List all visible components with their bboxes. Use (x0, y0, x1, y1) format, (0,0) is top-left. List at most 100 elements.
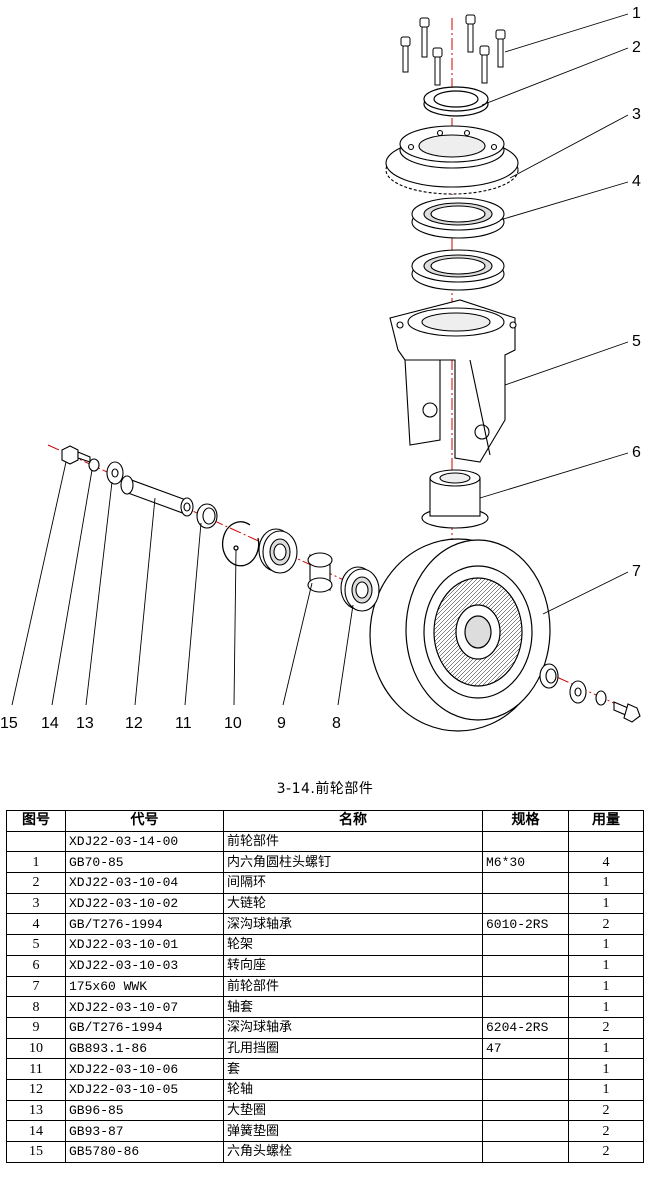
swivel-seat (421, 469, 489, 529)
cell-drawing-no: 15 (6, 1141, 66, 1163)
header-drawing-no: 图号 (6, 810, 66, 832)
ball-bearing-6204-left (258, 528, 298, 574)
cell-code: GB/T276-1994 (65, 1016, 224, 1039)
cell-spec: 6204-2RS (482, 1016, 569, 1039)
cell-drawing-no: 4 (6, 913, 66, 936)
cell-code: XDJ22-03-14-00 (65, 830, 224, 853)
cell-name: 前轮部件 (223, 975, 483, 998)
cell-qty: 2 (568, 1099, 644, 1122)
cell-name: 转向座 (223, 954, 483, 977)
cell-drawing-no: 11 (6, 1058, 66, 1080)
callout-3: 3 (632, 106, 641, 123)
cell-code: XDJ22-03-10-02 (65, 892, 224, 915)
cell-drawing-no: 1 (6, 851, 66, 874)
cell-name: 套 (223, 1058, 483, 1080)
callout-1: 1 (632, 5, 641, 22)
cell-code: GB/T276-1994 (65, 913, 224, 936)
cell-name: 弹簧垫圈 (223, 1120, 483, 1142)
cell-code: GB96-85 (65, 1099, 224, 1122)
cell-spec (482, 996, 569, 1018)
cell-qty: 2 (568, 1016, 644, 1039)
figure-caption: 3-14.前轮部件 (276, 781, 374, 797)
sleeve (196, 503, 218, 529)
cell-name: 深沟球轴承 (223, 913, 483, 936)
cell-name: 轴套 (223, 996, 483, 1018)
cell-name: 大垫圈 (223, 1099, 483, 1122)
cell-name: 深沟球轴承 (223, 1016, 483, 1039)
cell-code: 175x60 WWK (65, 975, 224, 998)
spacer-ring (423, 86, 489, 117)
header-code: 代号 (65, 810, 224, 832)
cell-spec (482, 1120, 569, 1142)
circlip (222, 521, 260, 567)
cell-drawing-no: 10 (6, 1037, 66, 1060)
cell-qty: 2 (568, 1141, 644, 1163)
cell-qty: 1 (568, 1058, 644, 1080)
cell-name: 轮轴 (223, 1078, 483, 1101)
cell-spec (482, 1099, 569, 1122)
cell-code: GB893.1-86 (65, 1037, 224, 1060)
cell-spec: M6*30 (482, 851, 569, 874)
cell-spec: 47 (482, 1037, 569, 1060)
cell-name: 孔用挡圈 (223, 1037, 483, 1060)
callout-7: 7 (632, 563, 641, 580)
header-qty: 用量 (568, 810, 644, 832)
cell-qty: 1 (568, 1078, 644, 1101)
cell-spec (482, 1058, 569, 1080)
cell-qty: 1 (568, 934, 644, 956)
cap-screws (400, 14, 506, 86)
cell-spec (482, 872, 569, 894)
cell-spec (482, 892, 569, 915)
cell-code: XDJ22-03-10-06 (65, 1058, 224, 1080)
large-sprocket (385, 125, 519, 195)
cell-code: XDJ22-03-10-05 (65, 1078, 224, 1101)
cell-qty: 1 (568, 975, 644, 998)
callout-4: 4 (632, 173, 641, 190)
leader-lines (11, 13, 629, 706)
callout-15: 15 (0, 715, 18, 732)
cell-name: 前轮部件 (223, 830, 483, 853)
cell-spec (482, 1078, 569, 1101)
cell-code: GB93-87 (65, 1120, 224, 1142)
cell-drawing-no: 3 (6, 892, 66, 915)
cell-drawing-no: 2 (6, 872, 66, 894)
exploded-assembly-drawing: 1 2 3 4 5 6 7 8 9 10 11 12 13 14 15 (0, 5, 641, 732)
header-spec: 规格 (482, 810, 569, 832)
cell-spec (482, 954, 569, 977)
ball-bearing-6010-lower (411, 249, 505, 291)
cell-drawing-no: 13 (6, 1099, 66, 1122)
cell-name: 六角头螺栓 (223, 1141, 483, 1163)
callout-6: 6 (632, 444, 641, 461)
cell-name: 间隔环 (223, 872, 483, 894)
cell-drawing-no: 9 (6, 1016, 66, 1039)
wheel-axle (120, 475, 194, 517)
callout-13: 13 (76, 715, 94, 732)
cell-code: XDJ22-03-10-01 (65, 934, 224, 956)
cell-qty: 1 (568, 996, 644, 1018)
cell-code: XDJ22-03-10-04 (65, 872, 224, 894)
hex-bolt-left (61, 445, 91, 465)
header-name: 名称 (223, 810, 483, 832)
callout-12: 12 (125, 715, 143, 732)
callout-14: 14 (41, 715, 59, 732)
cell-spec: 6010-2RS (482, 913, 569, 936)
cell-qty: 1 (568, 954, 644, 977)
cell-drawing-no: 6 (6, 954, 66, 977)
cell-spec (482, 830, 569, 853)
